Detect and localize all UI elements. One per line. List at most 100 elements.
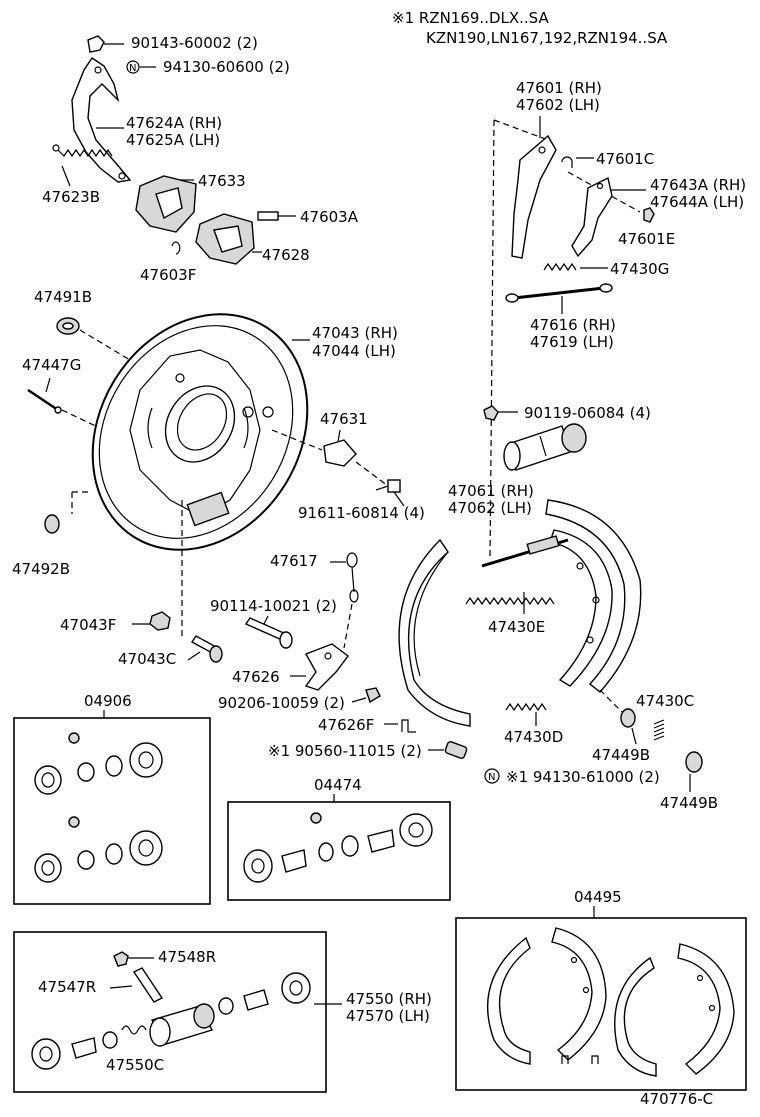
- label-90560: ※1 90560-11015 (2): [268, 742, 422, 760]
- label-47633: 47633: [198, 172, 246, 190]
- kit-04495-shoes-right: [614, 943, 735, 1077]
- clip-47601e: [643, 207, 655, 223]
- label-47603f: 47603F: [140, 266, 196, 284]
- label-47603a: 47603A: [300, 208, 359, 226]
- spring-47623b: [52, 144, 113, 158]
- kit-04495-shoes-left: [487, 927, 607, 1065]
- clip-47626f: [401, 719, 416, 733]
- bracket-47631: [323, 439, 357, 467]
- label-47043f: 47043F: [60, 616, 116, 634]
- cylinder-boot-a: [281, 972, 311, 1004]
- label-47430d: 47430D: [504, 728, 563, 746]
- label-94130-61000: ※1 94130-61000 (2): [506, 768, 660, 786]
- retainer-47449b-a: [620, 708, 636, 728]
- kit-label-04495: 04495: [574, 888, 622, 906]
- wheel-cylinder-47550: [149, 1003, 215, 1047]
- spring-47430d: [505, 702, 547, 712]
- clip-47601c: [561, 156, 573, 168]
- label-47548r: 47548R: [158, 948, 216, 966]
- label-47601c: 47601C: [596, 150, 654, 168]
- label-47547r: 47547R: [38, 978, 96, 996]
- figure-code: 470776-C: [640, 1090, 713, 1108]
- pin-90114: [244, 617, 293, 649]
- bolt-90143: [87, 35, 124, 53]
- label-47617: 47617: [270, 552, 318, 570]
- label-47430c: 47430C: [636, 692, 694, 710]
- kit-04474-parts: [243, 812, 433, 883]
- adjuster-47628: [195, 213, 255, 265]
- kit-04906-parts: [34, 732, 163, 883]
- label-47044: 47044 (LH): [312, 342, 396, 360]
- clip-90206: [365, 687, 381, 704]
- label-47491b: 47491B: [34, 288, 92, 306]
- new-part-mark-letter: N: [129, 63, 136, 74]
- applicability-note-2: KZN190,LN167,192,RZN194..SA: [426, 29, 668, 47]
- grommet-47491b: [56, 317, 80, 335]
- bleeder-47547r: [132, 967, 164, 1003]
- label-47623b: 47623B: [42, 188, 100, 206]
- label-47449b-a: 47449B: [592, 746, 650, 764]
- label-47447g: 47447G: [22, 356, 81, 374]
- label-47492b: 47492B: [12, 560, 70, 578]
- label-47062: 47062 (LH): [448, 499, 532, 517]
- label-47624a: 47624A (RH): [126, 114, 222, 132]
- label-90206: 90206-10059 (2): [218, 694, 345, 712]
- kit-label-04474: 04474: [314, 776, 362, 794]
- label-47625a: 47625A (LH): [126, 131, 220, 149]
- label-47061: 47061 (RH): [448, 482, 534, 500]
- wheel-cylinder-right: [503, 423, 587, 471]
- label-47570: 47570 (LH): [346, 1007, 430, 1025]
- label-47043: 47043 (RH): [312, 324, 398, 342]
- clip-47603f: [171, 241, 181, 255]
- label-90143: 90143-60002 (2): [131, 34, 258, 52]
- cylinder-piston-b: [71, 1037, 97, 1059]
- cylinder-piston-a: [243, 989, 269, 1011]
- label-47619: 47619 (LH): [530, 333, 614, 351]
- label-90119: 90119-06084 (4): [524, 404, 651, 422]
- label-47626f: 47626F: [318, 716, 374, 734]
- label-91611: 91611-60814 (4): [298, 504, 425, 522]
- spring-47550c: [121, 1025, 147, 1035]
- label-47043c: 47043C: [118, 650, 176, 668]
- brake-shoe-front: [545, 499, 642, 693]
- new-part-mark: [126, 60, 140, 74]
- new-part-mark-2: [484, 768, 500, 784]
- label-47430e: 47430E: [488, 618, 545, 636]
- label-47550: 47550 (RH): [346, 990, 432, 1008]
- cylinder-boot-b: [31, 1038, 61, 1070]
- bolt-90119: [483, 405, 499, 421]
- backing-plate-47043: [91, 313, 309, 551]
- label-47644a: 47644A (LH): [650, 193, 744, 211]
- nut-47043f: [149, 611, 171, 631]
- spring-47430g: [543, 262, 577, 272]
- bolt-91611: [375, 479, 401, 493]
- pin-47447g: [27, 388, 62, 414]
- parking-lever-47601: [511, 134, 557, 259]
- adjuster-47616: [505, 283, 613, 303]
- label-90114: 90114-10021 (2): [210, 597, 337, 615]
- cylinder-cup-a: [218, 997, 234, 1015]
- label-47602: 47602 (LH): [516, 96, 600, 114]
- screw-47603a: [257, 211, 296, 221]
- cylinder-cup-b: [102, 1031, 118, 1049]
- label-47601e: 47601E: [618, 230, 675, 248]
- brake-shoe-rear: [398, 538, 471, 727]
- label-47616: 47616 (RH): [530, 316, 616, 334]
- lever-47626: [304, 643, 349, 691]
- applicability-note-1: ※1 RZN169..DLX..SA: [392, 9, 549, 27]
- kit-box-04906: [13, 717, 211, 905]
- kit-box-47550: [13, 931, 327, 1093]
- parking-brake-lever: [71, 57, 132, 183]
- adjuster-47633: [135, 175, 197, 233]
- label-47628: 47628: [262, 246, 310, 264]
- cap-47548r: [113, 951, 129, 967]
- kit-04495-clip-a: [561, 1055, 569, 1064]
- kit-box-04474: [227, 801, 451, 901]
- strut-47643a: [571, 176, 613, 258]
- new-part-mark-2-letter: N: [488, 772, 495, 783]
- label-47631: 47631: [320, 410, 368, 428]
- label-47449b-b: 47449B: [660, 794, 718, 812]
- bolt-47043c: [190, 635, 223, 663]
